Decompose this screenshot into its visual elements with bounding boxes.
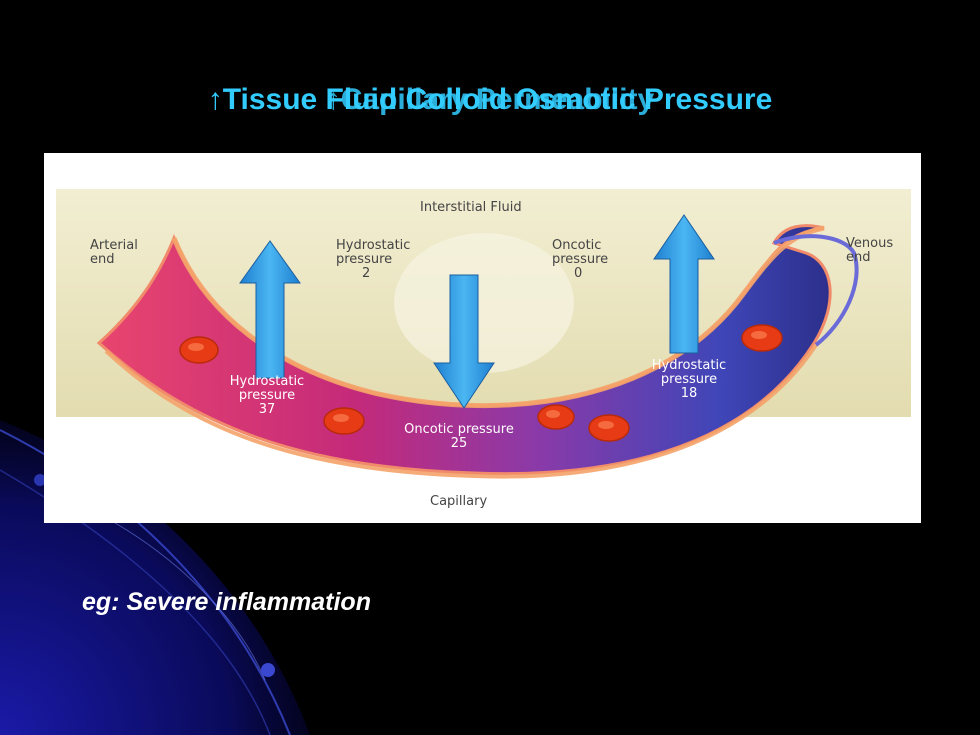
interstitial-fluid-label: Interstitial Fluid: [420, 200, 522, 215]
interstitial-hydrostatic-pressure: Hydrostatic pressure 2: [336, 239, 426, 281]
arrow-down-oncotic: [433, 274, 495, 409]
interstitial-oncotic-pressure: Oncotic pressure 0: [552, 238, 609, 281]
capillary-label: Capillary: [430, 494, 488, 509]
venous-hydrostatic-value: 18: [680, 386, 698, 401]
capillary-oncotic-pressure: Oncotic pressure 25: [394, 423, 524, 451]
interstitial-oncotic-value: 0: [574, 266, 583, 281]
arrow-up-arterial: [239, 240, 301, 379]
example-text: eg: Severe inflammation: [82, 588, 371, 616]
arrow-up-venous: [653, 214, 715, 354]
slide-title-front: ↑Capillary Permeability: [325, 83, 655, 116]
arterial-end-label: Arterial end: [90, 238, 138, 267]
venous-hydrostatic-pressure: Hydrostatic pressure 18: [644, 359, 734, 401]
capillary-oncotic-value: 25: [450, 436, 468, 451]
venous-end-label: Venous end: [846, 236, 894, 265]
capillary-illustration: [56, 189, 911, 479]
interstitial-hydrostatic-value: 2: [362, 266, 371, 281]
arterial-hydrostatic-pressure: Hydrostatic pressure 37: [222, 375, 312, 417]
slide-title-back: ↑Tissue Fluid Colloid Osmotic Pressure: [207, 83, 773, 116]
capillary-diagram: Interstitial Fluid Arterial end Venous e…: [44, 153, 921, 523]
arterial-hydrostatic-value: 37: [258, 402, 276, 417]
